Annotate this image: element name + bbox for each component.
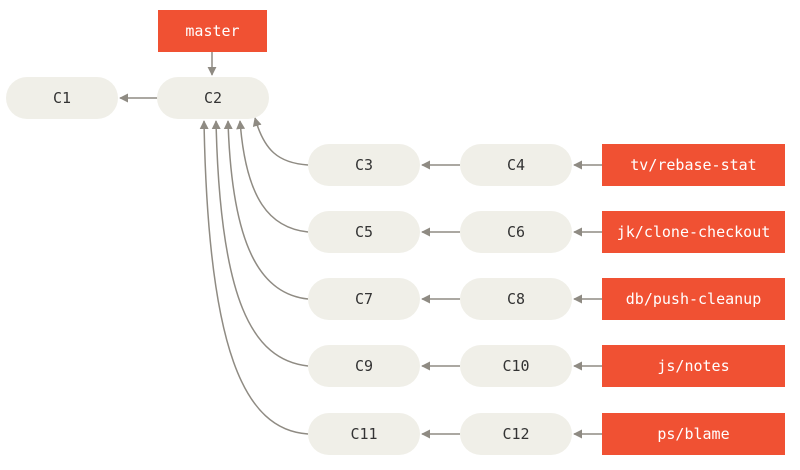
commit-c12[interactable]: C12 — [460, 413, 572, 455]
branch-master[interactable]: master — [158, 10, 267, 52]
commit-c6[interactable]: C6 — [460, 211, 572, 253]
branch-ps-blame[interactable]: ps/blame — [602, 413, 785, 455]
edge-c7-to-c2 — [223, 120, 309, 300]
edge-c3-to-c2 — [252, 117, 309, 166]
branch-js-notes[interactable]: js/notes — [602, 345, 785, 387]
edge-c5-to-c2 — [236, 120, 309, 233]
commit-c1[interactable]: C1 — [6, 77, 118, 119]
branch-jk-clone-checkout[interactable]: jk/clone-checkout — [602, 211, 785, 253]
commit-c2[interactable]: C2 — [157, 77, 269, 119]
branch-tv-rebase-stat[interactable]: tv/rebase-stat — [602, 144, 785, 186]
commit-c4[interactable]: C4 — [460, 144, 572, 186]
edge-c9-to-c2 — [211, 120, 309, 367]
commit-c10[interactable]: C10 — [460, 345, 572, 387]
commit-c5[interactable]: C5 — [308, 211, 420, 253]
commit-c11[interactable]: C11 — [308, 413, 420, 455]
commit-c3[interactable]: C3 — [308, 144, 420, 186]
branch-db-push-cleanup[interactable]: db/push-cleanup — [602, 278, 785, 320]
edge-c11-to-c2 — [199, 120, 309, 435]
commit-c8[interactable]: C8 — [460, 278, 572, 320]
commit-c7[interactable]: C7 — [308, 278, 420, 320]
commit-c9[interactable]: C9 — [308, 345, 420, 387]
